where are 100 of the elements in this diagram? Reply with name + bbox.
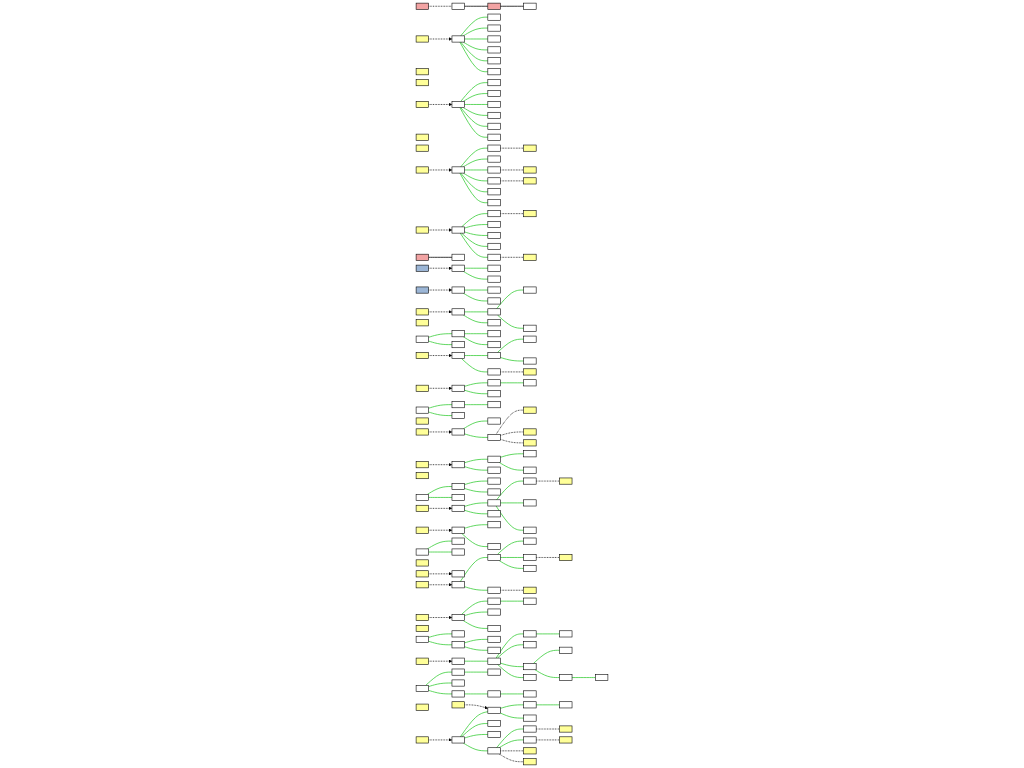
node-box [487, 608, 501, 616]
node-box [523, 586, 537, 594]
node-box [451, 264, 465, 272]
connector [461, 213, 489, 228]
node-box [487, 122, 501, 130]
connector [499, 169, 525, 171]
connector [464, 5, 489, 7]
connector [462, 27, 489, 37]
connector [464, 38, 489, 40]
connector [464, 382, 489, 387]
node-box [523, 630, 537, 638]
node-box [523, 335, 537, 343]
node-box [415, 581, 429, 589]
connector [499, 147, 525, 149]
node-box [451, 668, 465, 676]
node-box [415, 625, 429, 632]
connector [462, 620, 489, 629]
node-box [487, 466, 501, 474]
node-box [487, 635, 501, 643]
node-box [487, 668, 501, 676]
connector [499, 704, 525, 709]
node-box [487, 510, 501, 518]
connector [464, 611, 489, 616]
connector [425, 671, 453, 686]
node-box [523, 758, 537, 766]
node-box [559, 630, 573, 638]
node-box [415, 319, 429, 327]
node-box [523, 641, 537, 649]
connector [464, 333, 489, 335]
connector [462, 107, 489, 116]
connector [460, 172, 489, 193]
node-box [559, 725, 573, 733]
node-box [487, 232, 501, 239]
node-box [415, 101, 429, 108]
connector [464, 458, 489, 464]
connector [464, 466, 489, 471]
node-box [415, 614, 429, 621]
connector [460, 711, 489, 738]
node-box [559, 646, 573, 654]
node-box [487, 319, 501, 327]
node-box [523, 736, 537, 744]
node-box [451, 736, 465, 744]
node-box [487, 586, 501, 594]
node-box [415, 406, 429, 414]
node-box [451, 253, 465, 261]
node-box [487, 297, 501, 305]
node-box [523, 324, 537, 332]
node-box [487, 455, 501, 463]
connector [428, 333, 453, 338]
connector [499, 453, 525, 458]
node-box [487, 477, 501, 485]
connector [428, 411, 453, 416]
connector [571, 677, 596, 678]
connector [464, 389, 489, 395]
node-box [559, 554, 573, 561]
node-box [487, 731, 501, 738]
node-box [487, 57, 501, 65]
node-box [487, 79, 501, 87]
node-box [451, 690, 465, 698]
node-box [487, 390, 501, 398]
node-box [415, 352, 429, 359]
node-box [415, 526, 429, 534]
node-box [487, 720, 501, 727]
node-box [487, 90, 501, 97]
node-box [451, 614, 465, 621]
node-box [487, 690, 501, 698]
connector [499, 438, 525, 444]
connector [464, 646, 489, 651]
node-box [487, 221, 501, 228]
connector [535, 728, 560, 730]
connector [462, 41, 489, 51]
node-box [415, 286, 429, 294]
node-box [451, 352, 465, 359]
connector [427, 540, 453, 550]
connector [499, 357, 525, 362]
node-box [415, 657, 429, 665]
node-box [523, 526, 537, 534]
connector [535, 633, 560, 635]
connector [534, 669, 560, 678]
connector [499, 662, 525, 668]
node-box [523, 466, 537, 474]
connector [428, 690, 453, 695]
node-box [523, 439, 537, 447]
node-box [523, 428, 537, 436]
node-box [487, 597, 501, 605]
node-box [523, 499, 537, 507]
node-box [451, 330, 465, 338]
node-box [523, 565, 537, 572]
node-box [415, 472, 429, 480]
node-box [451, 641, 465, 649]
node-box [487, 2, 501, 10]
node-box [559, 477, 573, 485]
connector [428, 256, 453, 258]
connector [499, 213, 525, 215]
connector [461, 600, 489, 615]
node-box [523, 554, 537, 561]
node-box [487, 275, 501, 283]
connector [428, 404, 453, 409]
connector [459, 232, 489, 258]
connector [464, 267, 489, 269]
